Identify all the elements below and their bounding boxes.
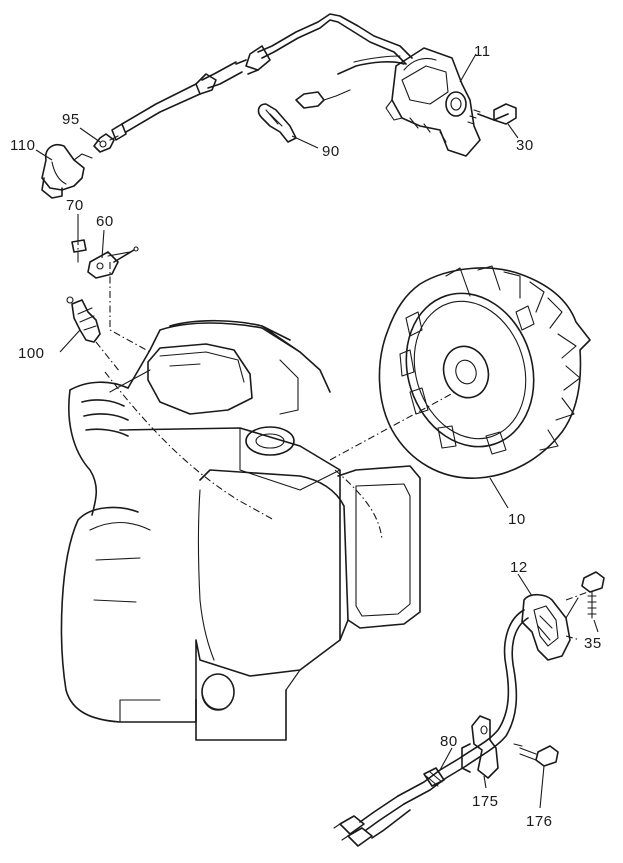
callout-176: 176 (526, 813, 553, 830)
charge-coil-bolt (581, 571, 605, 619)
callout-30: 30 (516, 137, 534, 154)
high-tension-cable (111, 13, 413, 141)
wire-harness (333, 609, 529, 847)
callout-labels: 11 95 110 90 30 70 60 100 10 12 35 80 17… (10, 43, 602, 830)
engine-rocker-cover (127, 322, 331, 393)
callout-175: 175 (472, 793, 499, 810)
spark-plug-cap (41, 144, 93, 199)
callout-80: 80 (440, 733, 458, 750)
ignition-coil (337, 47, 481, 157)
engine-base (195, 689, 287, 741)
engine-crankcase (60, 506, 197, 723)
callout-35: 35 (584, 635, 602, 652)
wire-bracket (461, 715, 499, 779)
callout-100: 100 (18, 345, 45, 362)
cable-clamp (257, 103, 297, 143)
callout-95: 95 (62, 111, 80, 128)
plug-cap-clip (93, 133, 119, 153)
flywheel (378, 265, 591, 479)
engine-top-housing (169, 319, 301, 353)
oil-filler-cap (245, 426, 295, 456)
callout-90: 90 (322, 143, 340, 160)
drain-plug (201, 673, 235, 711)
engine-assembly (60, 319, 421, 741)
engine-fan-shroud (119, 427, 341, 701)
bracket-bolt (513, 743, 559, 767)
callout-11: 11 (474, 43, 491, 60)
oil-sensor (66, 296, 101, 343)
rocker-cover-cap (147, 343, 253, 415)
stop-switch (87, 246, 139, 279)
callout-110: 110 (10, 137, 35, 154)
engine-cylinder-head (68, 381, 129, 516)
callout-60: 60 (96, 213, 114, 230)
assembly-center-lines (77, 238, 456, 541)
leader-lines (35, 53, 599, 809)
recoil-housing (199, 469, 349, 641)
callout-12: 12 (510, 559, 528, 576)
muffler-guard (337, 465, 421, 629)
stop-switch-screw (71, 239, 87, 263)
charge-coil (521, 591, 589, 661)
wire-terminal (295, 89, 351, 109)
coil-bolt (467, 103, 517, 125)
callout-70: 70 (66, 197, 84, 214)
callout-10: 10 (508, 511, 526, 528)
